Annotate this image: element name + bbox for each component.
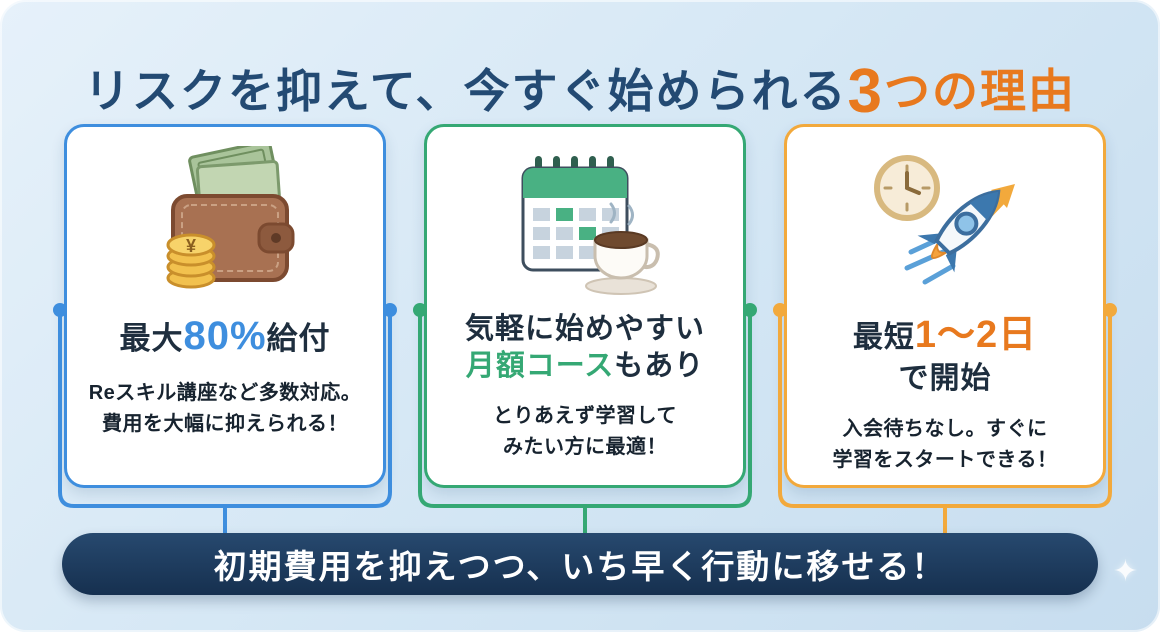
card-title-suffix: もあり: [614, 350, 705, 383]
card-body-monthly: とりあえず学習してみたい方に最適！: [493, 401, 677, 463]
sparkle-icon: ✦: [1112, 555, 1138, 588]
card-title-highlight: 月額コース: [465, 350, 615, 383]
card-body-line2: 費用を大幅に抑えられる！: [101, 413, 348, 436]
benefit-card-subsidy: ¥ ¥ 最大80%給付 Reスキル講座など多数対応。費用を大幅に抑えられる！: [64, 124, 386, 488]
card-body-line1: Reスキル講座など多数対応。: [88, 382, 362, 405]
page-title-number: 3: [847, 56, 884, 126]
card-title-prefix: 最大: [119, 321, 184, 356]
svg-text:¥: ¥: [186, 236, 196, 256]
card-body-line2: みたい方に最適！: [503, 436, 667, 459]
card-body-subsidy: Reスキル講座など多数対応。費用を大幅に抑えられる！: [89, 378, 362, 440]
card-body-line1: とりあえず学習して: [493, 405, 677, 428]
page-title-rest: つの理由: [883, 64, 1076, 117]
card-title-highlight: 80%: [183, 314, 267, 358]
card-title-suffix: 給付: [266, 321, 331, 356]
card-title-monthly: 気軽に始めやすい月額コースもあり: [465, 311, 705, 385]
benefit-card-monthly-course: 気軽に始めやすい月額コースもあり とりあえず学習してみたい方に最適！: [424, 124, 746, 488]
summary-banner: 初期費用を抑えつつ、いち早く行動に移せる！: [62, 533, 1098, 595]
card-title-highlight: 1〜2日: [914, 314, 1038, 356]
card-title-line2: で開始: [898, 361, 992, 395]
page-title-main: リスクを抑えて、今すぐ始められる: [84, 64, 848, 117]
card-body-quick-start: 入会待ちなし。すぐに学習をスタートできる！: [832, 414, 1057, 476]
card-title-quick-start: 最短1〜2日で開始: [853, 311, 1037, 398]
calendar-coffee-icon: [499, 143, 671, 305]
page-title: リスクを抑えて、今すぐ始められる3つの理由: [0, 55, 1160, 129]
wallet-icon: ¥ ¥: [139, 143, 311, 305]
benefit-card-quick-start: 最短1〜2日で開始 入会待ちなし。すぐに学習をスタートできる！: [784, 124, 1106, 488]
card-title-subsidy: 最大80%給付: [119, 311, 330, 362]
card-body-line2: 学習をスタートできる！: [832, 449, 1058, 472]
card-title-prefix: 最短: [852, 321, 915, 354]
summary-banner-text: 初期費用を抑えつつ、いち早く行動に移せる！: [213, 548, 947, 585]
rocket-clock-icon: [855, 143, 1035, 305]
card-title-line1: 気軽に始めやすい: [464, 313, 705, 345]
card-body-line1: 入会待ちなし。すぐに: [842, 418, 1048, 441]
